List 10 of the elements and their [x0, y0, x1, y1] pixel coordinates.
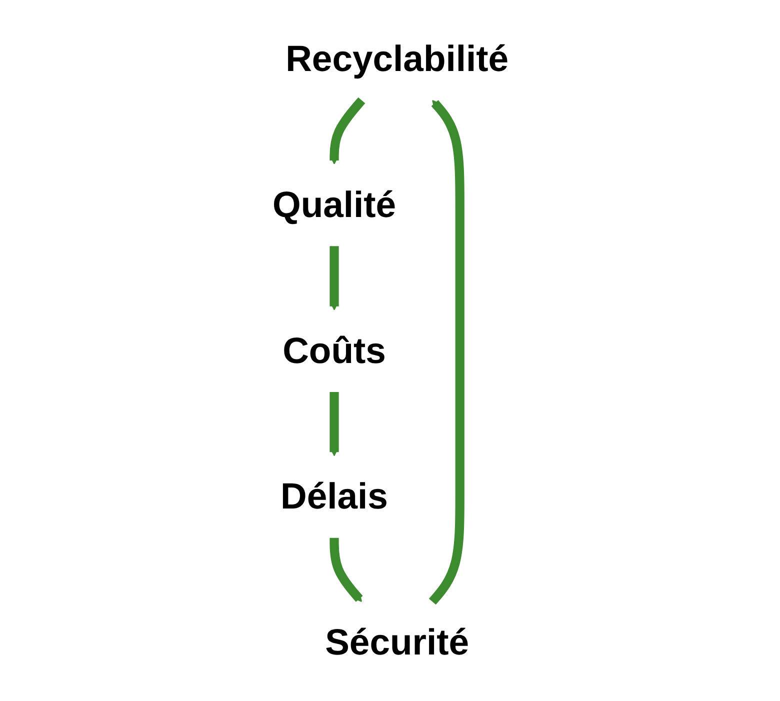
arrow: [329, 96, 365, 164]
arrow: [329, 392, 338, 456]
node-text: Coûts: [282, 330, 386, 371]
node-text: Sécurité: [324, 622, 469, 662]
node-text: Recyclabilité: [285, 38, 508, 79]
arrow: [428, 99, 464, 604]
arrow: [329, 537, 362, 602]
node-text: Délais: [280, 476, 388, 516]
arrow: [329, 246, 338, 310]
node-text: Qualité: [272, 184, 396, 225]
